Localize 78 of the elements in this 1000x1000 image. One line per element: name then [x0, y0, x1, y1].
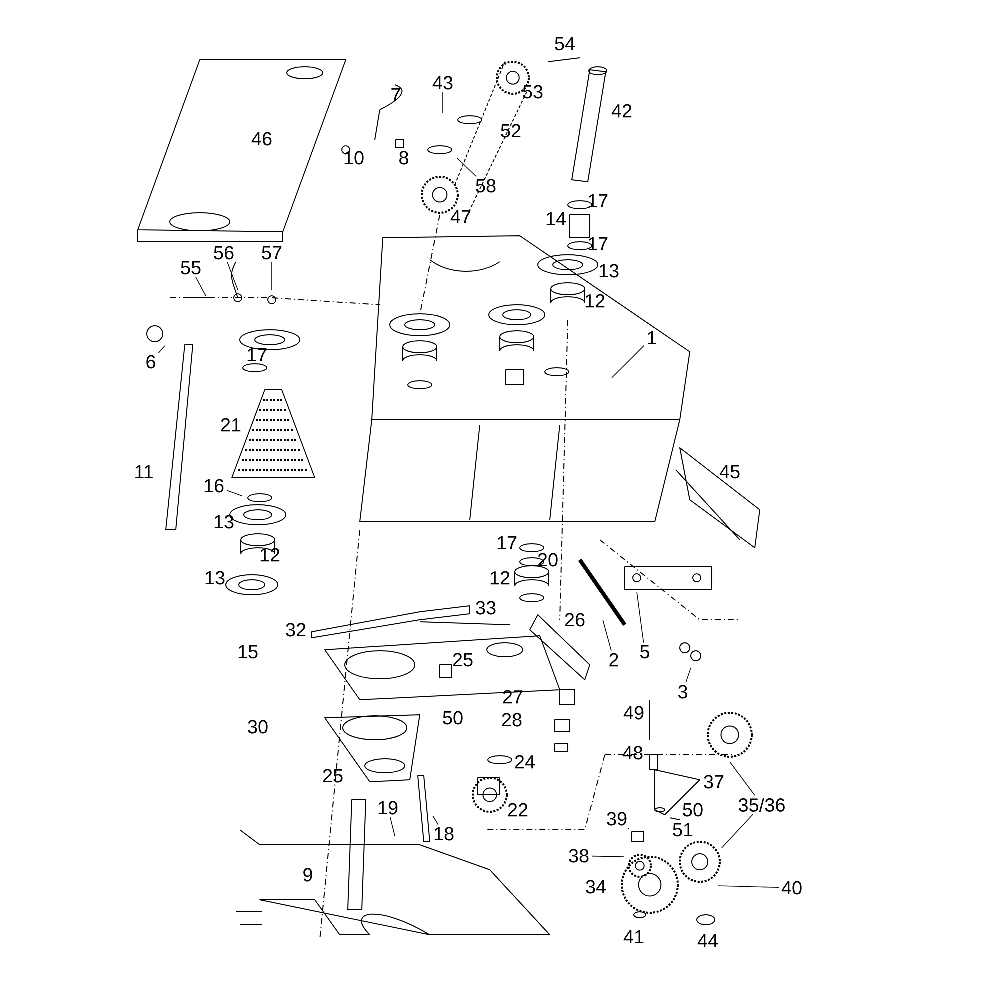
callout-number: 54 — [555, 37, 576, 51]
callout-number: 25 — [453, 653, 473, 667]
callout-number: 2 — [610, 653, 618, 667]
callout-number: 44 — [698, 934, 718, 948]
callout-number: 40 — [782, 881, 802, 895]
callout-number: 21 — [221, 418, 241, 432]
callout-number: 9 — [304, 868, 312, 882]
leader-line — [456, 158, 477, 178]
leader-line — [612, 345, 645, 378]
callout-number: 14 — [546, 212, 566, 226]
callout-number: 17 — [588, 194, 608, 208]
callout-number: 50 — [683, 803, 703, 817]
callout-number: 30 — [248, 720, 268, 734]
leader-line — [636, 592, 644, 644]
leader-line — [730, 762, 756, 796]
leader-line — [226, 490, 242, 496]
callout-number: 25 — [323, 769, 343, 783]
callout-number: 52 — [501, 124, 521, 138]
callout-number: 13 — [206, 571, 225, 585]
callout-number: 13 — [600, 264, 619, 278]
callout-number: 45 — [720, 465, 740, 479]
callout-number: 51 — [673, 823, 693, 837]
callout-number: 57 — [262, 246, 282, 260]
callout-number: 55 — [181, 261, 201, 275]
callout-number: 3 — [678, 685, 688, 699]
callout-number: 37 — [704, 775, 724, 789]
callout-number: 7 — [392, 88, 400, 102]
callout-number: 32 — [286, 623, 306, 637]
callout-number: 12 — [490, 571, 510, 585]
callout-number: 18 — [434, 827, 454, 841]
leader-line — [227, 262, 238, 290]
callout-number: 11 — [136, 465, 153, 479]
callout-number: 22 — [508, 803, 528, 817]
callout-number: 19 — [378, 801, 398, 815]
callout-number: 38 — [569, 849, 589, 863]
callout-number: 35/36 — [738, 798, 785, 812]
callout-number: 33 — [476, 601, 496, 615]
callout-number: 50 — [443, 711, 463, 725]
callout-number: 13 — [214, 515, 234, 529]
callout-number: 46 — [252, 132, 272, 146]
callout-number: 12 — [586, 294, 605, 308]
leader-line — [196, 276, 206, 296]
callout-number: 48 — [622, 746, 643, 760]
callout-number: 10 — [344, 151, 364, 165]
leader-line — [592, 856, 624, 858]
callout-number: 17 — [588, 237, 608, 251]
callout-number: 34 — [586, 880, 606, 894]
callout-number: 39 — [607, 812, 627, 826]
leader-line — [718, 886, 780, 888]
leader-line — [628, 828, 630, 830]
callout-number: 49 — [624, 706, 644, 720]
leader-line — [602, 620, 612, 652]
callout-number: 1 — [648, 331, 656, 345]
callout-number: 8 — [400, 151, 408, 165]
leader-line — [442, 92, 444, 114]
leader-line — [722, 814, 754, 848]
callout-number: 53 — [523, 85, 543, 99]
leader-line — [686, 668, 692, 684]
callout-number: 16 — [204, 479, 224, 493]
callout-number: 6 — [146, 355, 156, 369]
callout-number: 28 — [502, 713, 522, 727]
callout-number: 58 — [476, 179, 496, 193]
callout-number: 56 — [214, 246, 234, 260]
leader-line — [390, 816, 396, 836]
callout-number: 27 — [503, 690, 523, 704]
callout-number: 43 — [432, 76, 453, 90]
callout-number: 26 — [565, 613, 585, 627]
callout-number: 24 — [515, 755, 535, 769]
callout-number: 20 — [538, 553, 558, 567]
callout-number: 47 — [450, 210, 471, 224]
callout-number: 42 — [612, 104, 632, 118]
callout-number: 17 — [498, 536, 517, 550]
callout-number: 12 — [260, 548, 280, 562]
callout-number: 5 — [640, 645, 650, 659]
callout-number: 41 — [624, 930, 644, 944]
leader-line — [158, 346, 166, 354]
callout-number: 15 — [238, 645, 258, 659]
leader-line — [432, 816, 439, 826]
